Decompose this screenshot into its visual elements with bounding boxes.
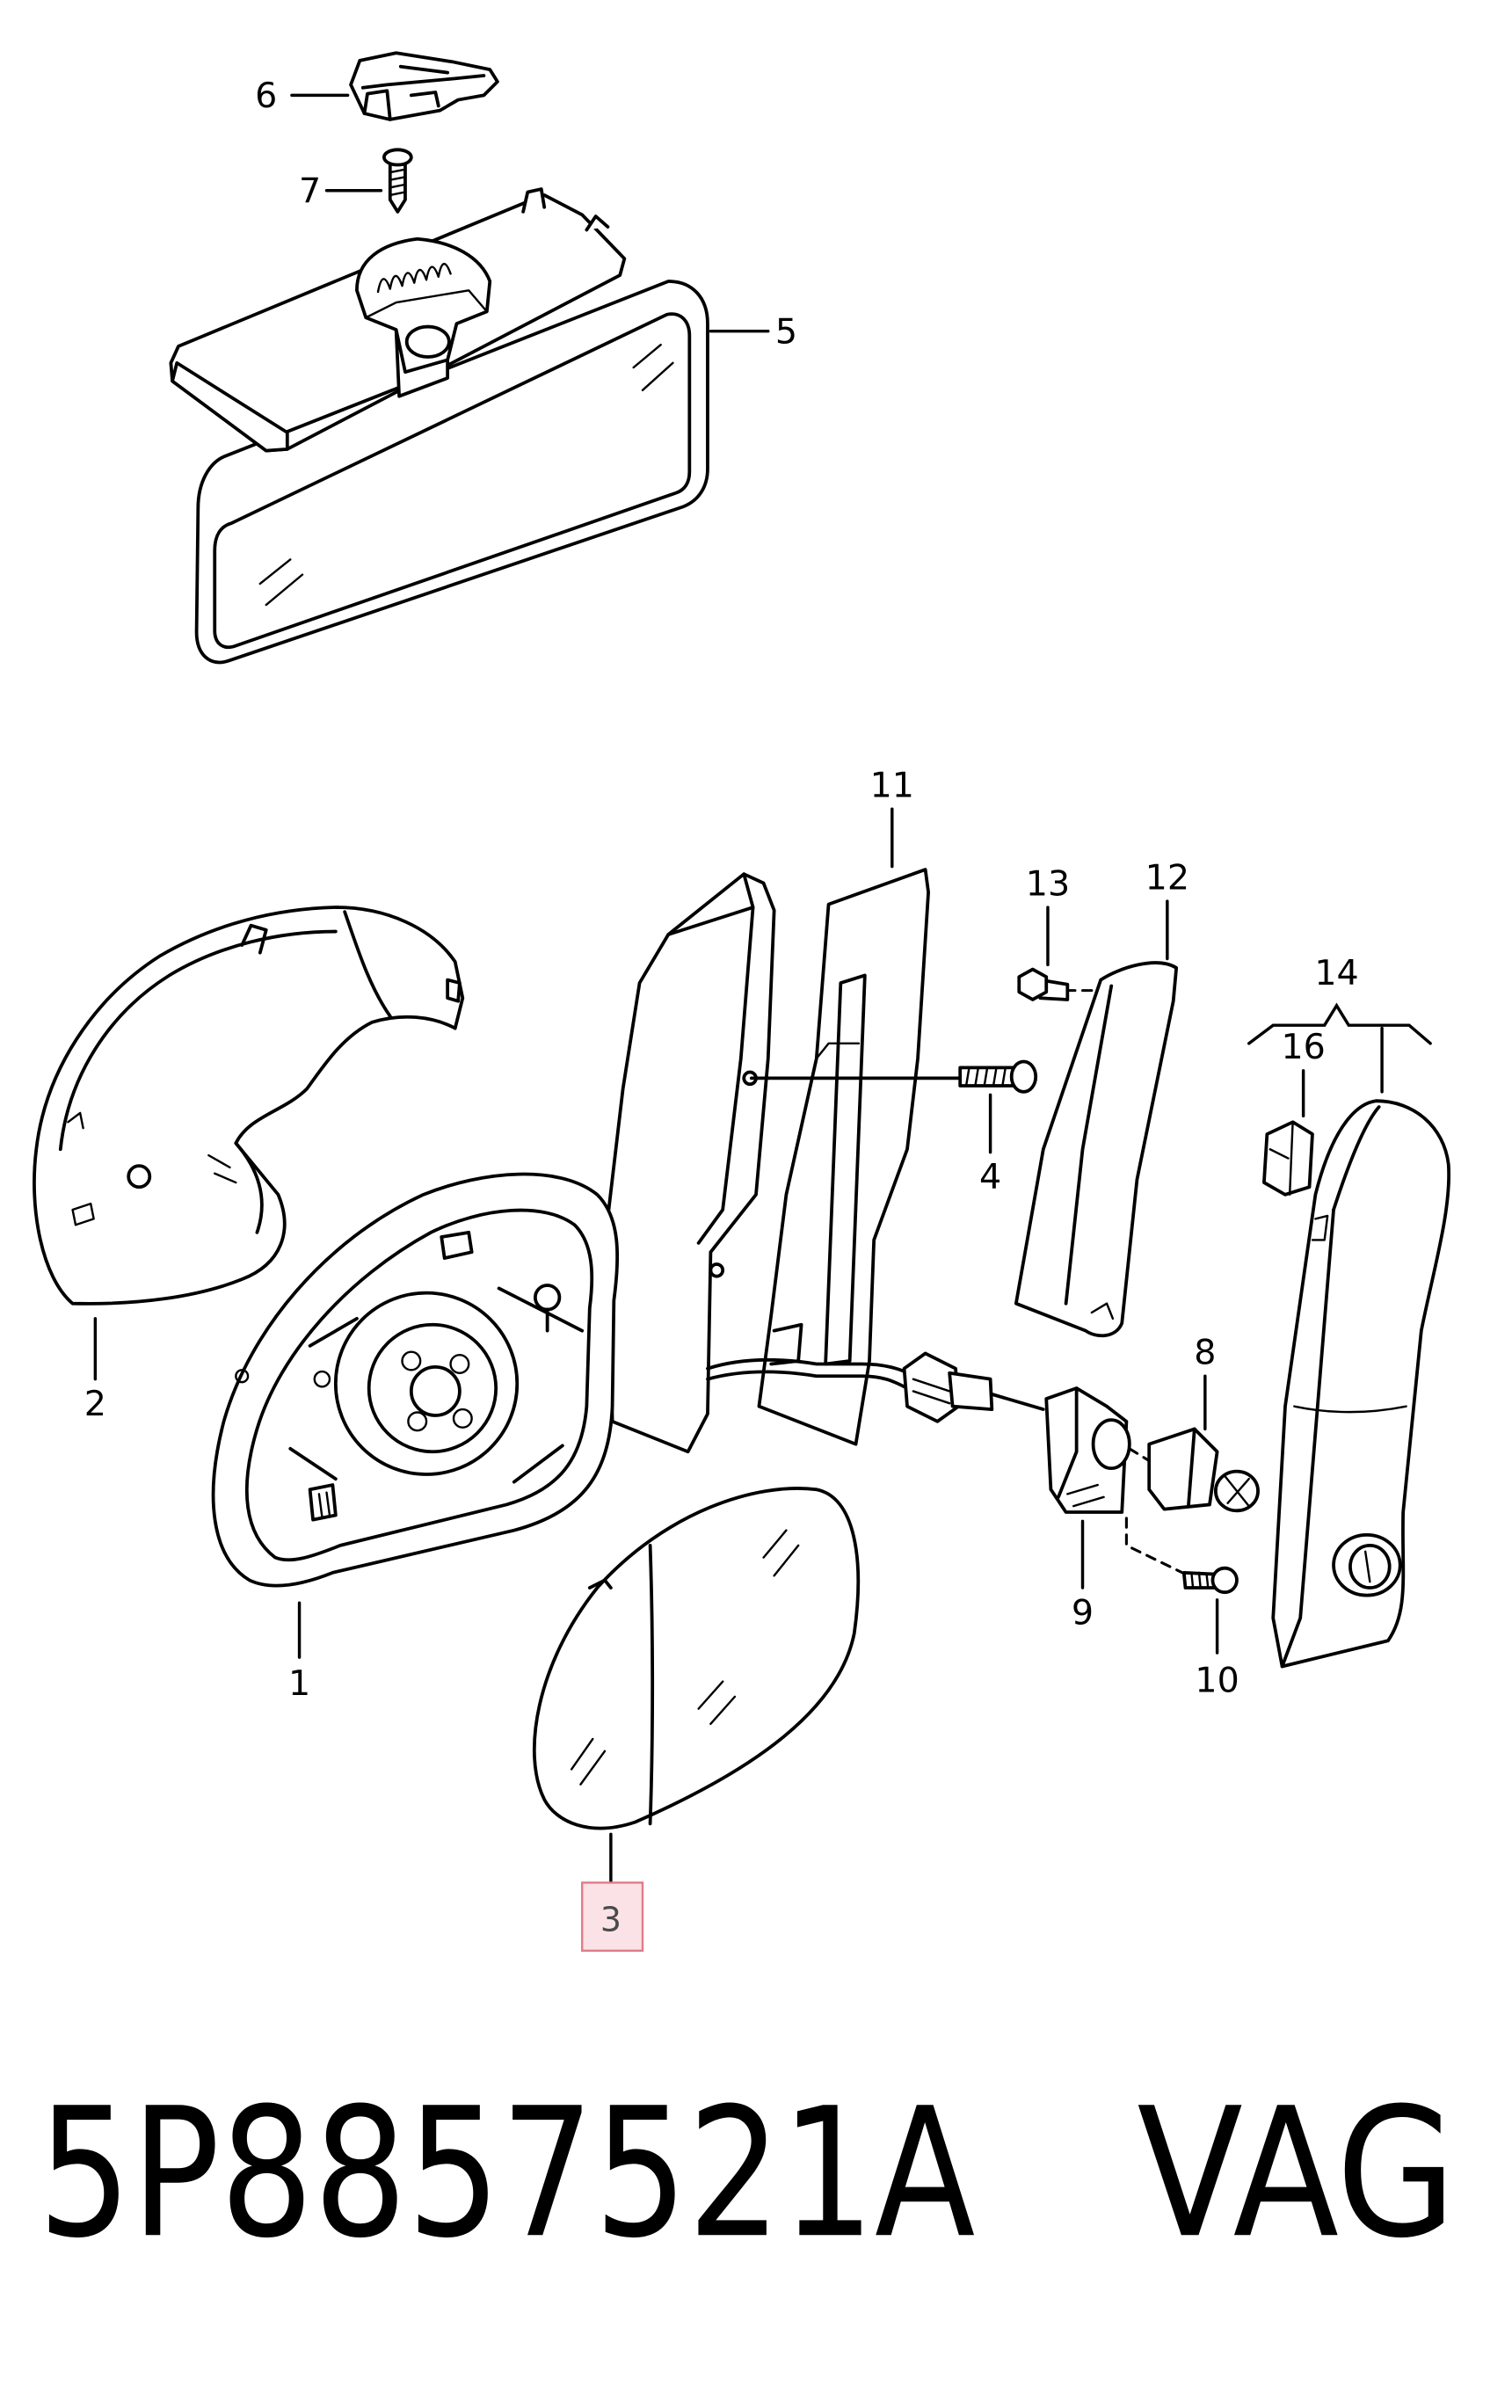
part-4-screw xyxy=(749,1059,1038,1094)
callout-6: 6 xyxy=(255,76,277,116)
part-7-screw xyxy=(382,148,413,214)
part-5-interior-mirror xyxy=(194,280,709,665)
callout-9: 9 xyxy=(1072,1592,1094,1633)
callout-3: 3 xyxy=(600,1900,622,1939)
callout-labels: 1 2 3 4 5 6 7 8 9 10 11 12 13 14 16 xyxy=(84,76,1359,1939)
part-10-screw xyxy=(1181,1566,1239,1595)
part-6-clip xyxy=(349,51,499,121)
callout-14: 14 xyxy=(1314,953,1358,993)
part-number-caption: 5P8857521A xyxy=(38,2070,975,2277)
callout-1: 1 xyxy=(288,1663,310,1704)
mount-bracket xyxy=(355,236,492,398)
part-2-mirror-cap xyxy=(33,906,465,1306)
callout-13: 13 xyxy=(1026,863,1070,904)
part-1-mirror-base xyxy=(606,872,776,1454)
leader-lines xyxy=(93,93,1432,1885)
callout-4: 4 xyxy=(979,1157,1001,1197)
callout-5: 5 xyxy=(775,311,797,352)
part-1-mirror-housing xyxy=(211,1172,620,1588)
part-9-holder xyxy=(1044,1386,1184,1575)
callout-11: 11 xyxy=(870,765,914,805)
callout-12: 12 xyxy=(1145,857,1189,898)
part-11-seal xyxy=(757,868,930,1446)
highlight-box-3 xyxy=(580,1881,644,1953)
callout-8: 8 xyxy=(1194,1332,1216,1372)
callout-7: 7 xyxy=(299,171,321,212)
callout-10: 10 xyxy=(1195,1661,1239,1701)
connector-plug xyxy=(902,1351,1045,1423)
callout-16: 16 xyxy=(1281,1027,1325,1067)
part-14-cover xyxy=(1271,1099,1451,1669)
brand-caption: VAG xyxy=(1137,2070,1456,2277)
part-12-trim-strip xyxy=(1014,961,1179,1338)
part-8-bulb xyxy=(1147,1427,1260,1513)
wiring-harness xyxy=(706,1357,917,1390)
callout-2: 2 xyxy=(84,1384,106,1424)
part-16-clip xyxy=(1262,1120,1314,1197)
part-3-mirror-glass xyxy=(532,1487,861,1830)
leader-bracket-14 xyxy=(1247,1002,1432,1045)
